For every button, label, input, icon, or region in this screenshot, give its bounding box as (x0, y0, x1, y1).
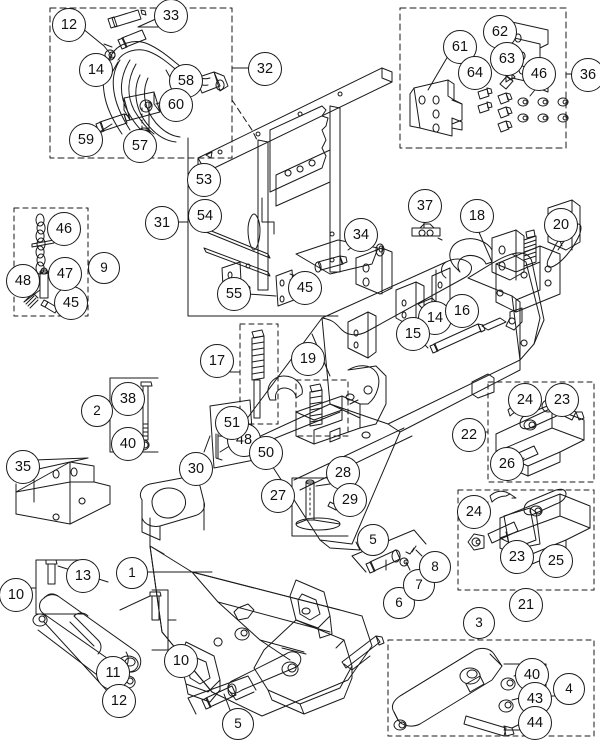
callout-bolt-14: 14 (79, 53, 113, 87)
callout-bolt-33: 33 (154, 0, 188, 33)
callout-mount-plate-55: 55 (217, 277, 251, 311)
group-17-spring-bolt (229, 323, 279, 425)
callout-lift-arm-3: 3 (463, 607, 495, 639)
callout-chain-assembly-9: 9 (88, 252, 120, 284)
callout-fitting-59: 59 (69, 123, 103, 157)
callout-spring-bolt-assembly-17: 17 (200, 344, 234, 378)
callout-pivot-pin-kit-34: 34 (344, 218, 378, 252)
callout-cotter-pin-24: 24 (457, 495, 491, 529)
callout-pin-kit-5: 5 (222, 708, 254, 740)
callout-mount-kit-panel-31: 31 (145, 206, 179, 240)
callout-brace-rod-54: 54 (188, 199, 222, 233)
callout-cotter-pin-8: 8 (419, 551, 451, 583)
callout-hydraulic-cylinder-13: 13 (66, 559, 100, 593)
callout-receiver-tube-25: 25 (539, 544, 573, 578)
callout-hardware-kit-4: 4 (553, 673, 585, 705)
callout-main-beam-53: 53 (187, 163, 221, 197)
callout-lock-nut-16: 16 (445, 294, 479, 328)
callout-clip-37: 37 (408, 189, 442, 223)
callout-hex-bolt-38: 38 (111, 382, 145, 416)
callout-cotter-pin-12: 12 (102, 684, 136, 718)
callout-cable-tie-50: 50 (249, 436, 283, 470)
callout-cotter-pin-45: 45 (54, 286, 88, 320)
callout-s-hook-48: 48 (6, 264, 40, 298)
callout-latch-spring-assembly-19: 19 (291, 342, 325, 376)
callout-hitch-pin-23: 23 (500, 540, 534, 574)
callout-cotter-pin-24: 24 (508, 383, 542, 417)
group-34-pivot-pin (295, 239, 385, 275)
callout-side-bracket-right-62: 62 (483, 15, 517, 49)
callout-cotter-pin-45: 45 (288, 271, 322, 305)
callout-chain-link-47: 47 (48, 257, 82, 291)
callout-hex-bolt-63: 63 (490, 42, 524, 76)
callout-lever-latch-assembly-20: 20 (544, 208, 578, 242)
callout-chain-46: 46 (47, 212, 81, 246)
frame-bolt (341, 635, 385, 671)
callout-cylinder-pin-kit-10: 10 (164, 644, 198, 678)
callout-carriage-bolt-44: 44 (518, 706, 552, 740)
callout-washer-57: 57 (123, 129, 157, 163)
callout-quadrant-bracket-18: 18 (460, 199, 494, 233)
group-5-pin-kit-lower (187, 675, 257, 715)
callout-set-screw-51: 51 (215, 406, 249, 440)
rod-detail (335, 639, 345, 649)
callout-bolt-15: 15 (396, 317, 430, 351)
group-19-latch-assembly (267, 333, 387, 445)
callout-roll-pin-29: 29 (333, 483, 367, 517)
callout-hitch-pin-23: 23 (545, 383, 579, 417)
callout-clamp-60: 60 (159, 88, 193, 122)
callout-bracket-kit-panel-36: 36 (571, 58, 600, 92)
callout-hose-kit-panel-32: 32 (248, 52, 282, 86)
callout-receiver-tube-26: 26 (490, 447, 524, 481)
callout-lock-nut-40: 40 (111, 427, 145, 461)
callout-cylinder-cover-35: 35 (6, 450, 40, 484)
callout-cylinder-pin-kit-10: 10 (0, 578, 33, 612)
group-1-plow-frame (139, 477, 373, 717)
callout-receiver-assembly-lower-21: 21 (509, 588, 543, 622)
callout-receiver-assembly-upper-22: 22 (452, 418, 486, 452)
callout-flat-washer-46: 46 (522, 57, 556, 91)
callout-hardware-bag-30: 30 (179, 452, 213, 486)
callout-pin-kit-5: 5 (357, 524, 389, 556)
callout-jack-assembly-27: 27 (261, 479, 295, 513)
callout-bolt-kit-2: 2 (81, 395, 113, 427)
callout-carriage-bolt-64: 64 (458, 56, 492, 90)
callout-cotter-pin-12: 12 (52, 8, 86, 42)
callout-washer-7: 7 (403, 569, 435, 601)
callout-main-plow-frame-1: 1 (116, 557, 148, 589)
